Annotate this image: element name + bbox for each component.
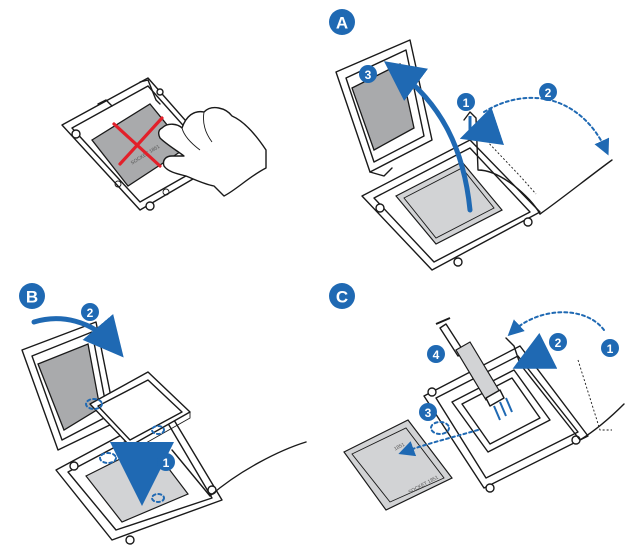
svg-text:2: 2 <box>555 336 562 350</box>
lever-wire <box>505 337 625 441</box>
load-plate <box>335 39 433 177</box>
step-badge-2: 2 <box>81 303 99 321</box>
cpu-chip-icon <box>89 371 191 453</box>
panel-c: C SOCKET 1851 1851 <box>329 283 625 511</box>
step-badge-1: 1 <box>601 339 619 357</box>
svg-text:1: 1 <box>163 456 170 470</box>
svg-text:3: 3 <box>425 406 432 420</box>
thermal-paste-syringe-icon <box>435 317 505 407</box>
step-badge-4: 4 <box>427 345 445 363</box>
step-badge-2: 2 <box>549 333 567 351</box>
svg-text:3: 3 <box>365 68 372 82</box>
arrow-press-lever <box>459 107 505 146</box>
svg-text:2: 2 <box>87 306 94 320</box>
panel-a: A 3 <box>329 9 613 271</box>
socket-pins <box>395 161 503 245</box>
step-badge-3: 3 <box>359 65 377 83</box>
arrow-open-plate <box>383 61 473 213</box>
alignment-notch-marker <box>85 398 103 410</box>
panel-no-touch: SOCKET 1851 <box>61 77 267 211</box>
alignment-notch-marker <box>430 421 450 435</box>
arrow-lower-lever <box>507 311 605 337</box>
svg-text:2: 2 <box>545 86 552 100</box>
svg-text:4: 4 <box>433 348 440 362</box>
svg-text:C: C <box>336 288 348 307</box>
arrow-close-plate <box>31 313 124 358</box>
svg-text:1: 1 <box>463 96 470 110</box>
step-badge-2: 2 <box>539 83 557 101</box>
arrow-lift-lever <box>483 96 610 156</box>
red-x-icon <box>112 116 164 168</box>
step-badge-1: 1 <box>157 453 175 471</box>
step-badge-3: 3 <box>419 403 437 421</box>
badge-c: C <box>329 283 355 309</box>
svg-text:B: B <box>26 288 38 307</box>
alignment-notch-marker <box>151 425 165 435</box>
step-badge-1: 1 <box>457 93 475 111</box>
hand-icon <box>157 106 267 197</box>
badge-b: B <box>19 283 45 309</box>
svg-text:A: A <box>336 14 348 33</box>
arrow-cover-removal <box>398 429 479 457</box>
load-plate <box>21 321 117 451</box>
panel-b: B 2 <box>19 283 307 545</box>
svg-text:1: 1 <box>607 342 614 356</box>
badge-a: A <box>329 9 355 35</box>
lever-wire <box>171 441 307 497</box>
